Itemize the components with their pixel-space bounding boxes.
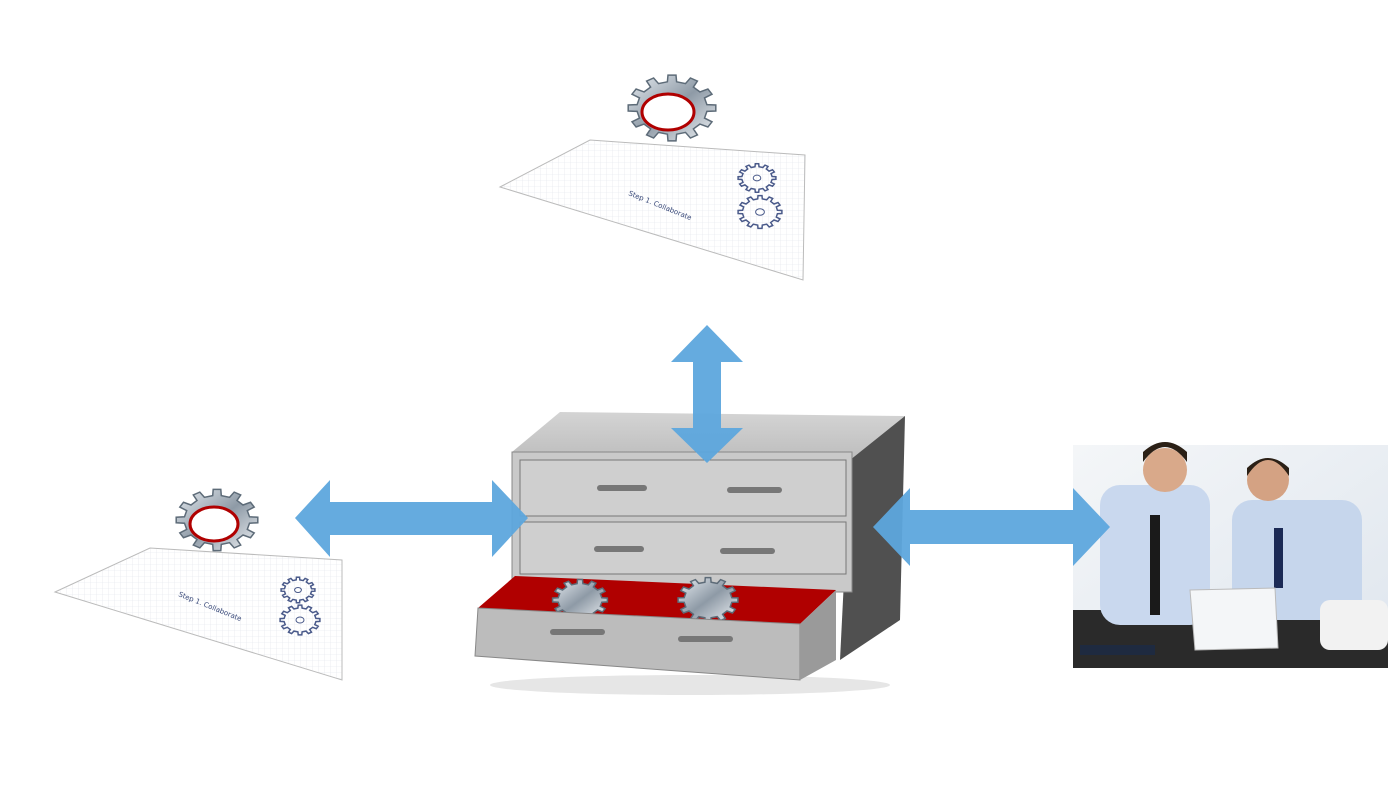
double-arrow-left	[295, 480, 528, 557]
double-arrow-vertical	[671, 325, 743, 463]
gear-icon	[279, 604, 321, 636]
gear-hub-icon	[294, 586, 302, 594]
double-arrow-right	[873, 488, 1110, 566]
gear-icon	[551, 578, 609, 622]
gear-hub-icon	[752, 174, 762, 182]
gear-hub-icon	[755, 208, 765, 216]
gear-on-blueprint-top-icon: Step 1. Collaborate	[498, 74, 806, 281]
business-people-photo	[1073, 442, 1388, 668]
gear-icon	[677, 576, 739, 624]
drawer-cabinet-icon	[474, 412, 905, 695]
gear-hub-icon	[295, 616, 305, 624]
gear-on-blueprint-left-icon: Step 1. Collaborate	[53, 488, 343, 681]
gear-icon	[280, 576, 316, 604]
gear-icon	[737, 194, 783, 230]
gear-icon	[737, 163, 777, 193]
